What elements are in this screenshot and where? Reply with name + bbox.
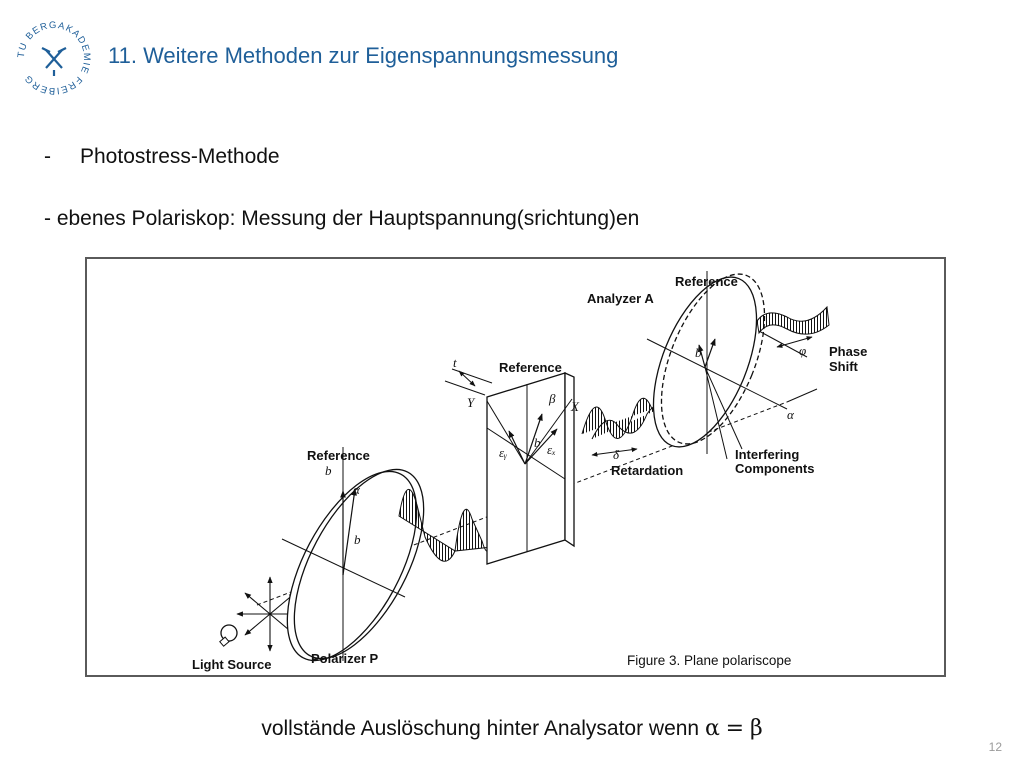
polarizer-disc bbox=[281, 447, 425, 662]
svg-text:Reference: Reference bbox=[675, 274, 738, 289]
page-number: 12 bbox=[988, 740, 1002, 754]
bullet-dash: - bbox=[44, 145, 51, 168]
svg-text:εᵧ: εᵧ bbox=[499, 445, 507, 460]
svg-text:Phase: Phase bbox=[829, 344, 867, 359]
svg-text:Figure 3. Plane polariscope: Figure 3. Plane polariscope bbox=[627, 653, 791, 668]
svg-text:b: b bbox=[534, 435, 541, 450]
beta-symbol: β bbox=[749, 716, 763, 741]
svg-text:α: α bbox=[353, 482, 361, 497]
polariscope-diagram: Light Source Polarizer P Reference Refer… bbox=[192, 271, 867, 672]
svg-text:b: b bbox=[695, 345, 702, 360]
svg-text:Y: Y bbox=[467, 395, 476, 410]
svg-text:α: α bbox=[787, 407, 795, 422]
bullet-photostress-text: Photostress-Methode bbox=[80, 145, 280, 168]
equals-symbol: = bbox=[725, 716, 745, 741]
svg-text:Components: Components bbox=[735, 461, 814, 476]
svg-text:β: β bbox=[548, 391, 556, 406]
svg-text:φ: φ bbox=[799, 343, 806, 358]
svg-text:Reference: Reference bbox=[499, 360, 562, 375]
alpha-symbol: α bbox=[704, 716, 720, 741]
hammer-pick-icon bbox=[41, 47, 67, 76]
svg-text:εₓ: εₓ bbox=[547, 442, 556, 457]
tu-freiberg-logo: TU BERGAKADEMIE FREIBERG bbox=[16, 20, 91, 96]
bullet-polariscope: - ebenes Polariskop: Messung der Hauptsp… bbox=[44, 207, 640, 230]
svg-text:Polarizer P: Polarizer P bbox=[311, 651, 379, 666]
svg-text:Shift: Shift bbox=[829, 359, 859, 374]
svg-text:b: b bbox=[325, 463, 332, 478]
svg-text:δ: δ bbox=[613, 447, 620, 462]
svg-text:Retardation: Retardation bbox=[611, 463, 683, 478]
sample-plate bbox=[444, 368, 575, 565]
svg-text:X: X bbox=[570, 399, 580, 414]
svg-text:t: t bbox=[453, 355, 457, 370]
svg-text:Reference: Reference bbox=[307, 448, 370, 463]
footer-text: vollstände Auslöschung hinter Analysator… bbox=[261, 717, 700, 740]
svg-text:Analyzer A: Analyzer A bbox=[587, 291, 654, 306]
bullet-photostress: - Photostress-Methode bbox=[44, 145, 280, 169]
analyzer-disc bbox=[646, 271, 788, 460]
svg-text:b: b bbox=[354, 532, 361, 547]
slide-title: 11. Weitere Methoden zur Eigenspannungsm… bbox=[108, 43, 619, 68]
svg-text:Light Source: Light Source bbox=[192, 657, 271, 672]
svg-text:Interfering: Interfering bbox=[735, 447, 799, 462]
footer-condition: vollstände Auslöschung hinter Analysator… bbox=[0, 716, 1024, 741]
light-bulb-icon bbox=[219, 624, 238, 647]
figure-plane-polariscope: Light Source Polarizer P Reference Refer… bbox=[85, 257, 946, 677]
